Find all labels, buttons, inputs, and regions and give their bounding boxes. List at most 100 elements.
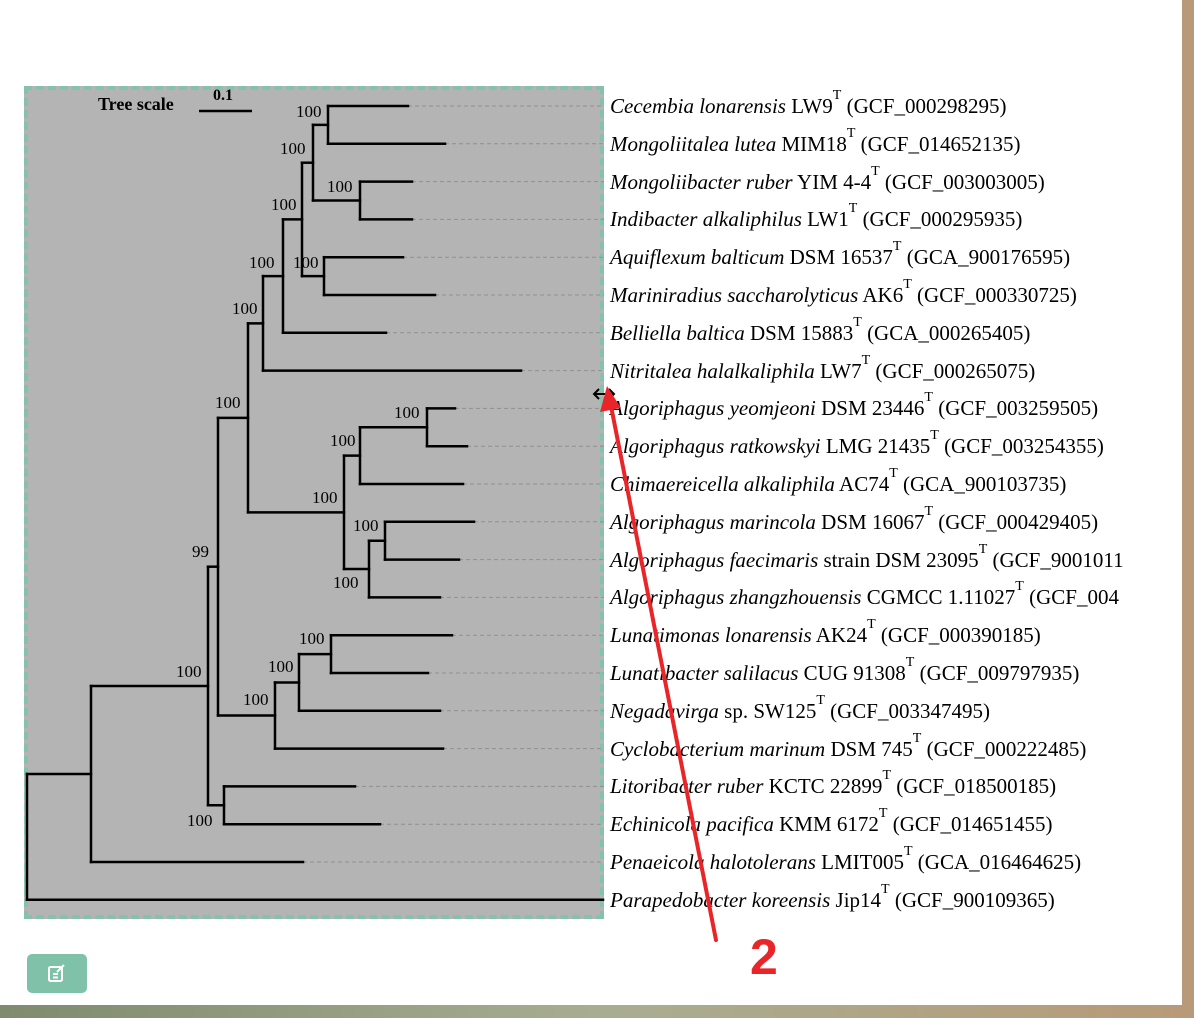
taxon-strain: strain DSM 23095 bbox=[818, 547, 979, 572]
taxon-strain: LW9 bbox=[785, 94, 833, 118]
taxon-accession: (GCF_003259505) bbox=[932, 396, 1099, 421]
taxon-label: Aquiflexum balticum DSM 16537T (GCA_9001… bbox=[610, 239, 1071, 272]
bootstrap-value: 100 bbox=[280, 139, 306, 158]
taxon-strain: LW7 bbox=[814, 358, 862, 383]
type-strain-mark: T bbox=[867, 617, 876, 633]
type-strain-mark: T bbox=[846, 125, 856, 141]
bootstrap-value: 100 bbox=[232, 299, 258, 318]
type-strain-mark: T bbox=[1015, 579, 1024, 595]
taxon-genus: Cecembia lonarensis bbox=[610, 94, 786, 118]
taxon-label: Algoriphagus ratkowskyi LMG 21435T (GCF_… bbox=[610, 429, 1104, 461]
taxon-strain: KCTC 22899 bbox=[763, 774, 883, 799]
taxon-accession: (GCF_000330725) bbox=[911, 283, 1077, 307]
taxon-genus: Mariniradius saccharolyticus bbox=[610, 283, 859, 307]
taxon-strain: DSM 23446 bbox=[815, 396, 925, 421]
type-strain-mark: T bbox=[871, 163, 880, 179]
type-strain-mark: T bbox=[861, 352, 871, 368]
taxon-genus: Aquiflexum balticum bbox=[610, 245, 785, 270]
taxon-label: Algoriphagus marincola DSM 16067T (GCF_0… bbox=[610, 503, 1099, 537]
taxon-label: Nitritalea halalkaliphila LW7T (GCF_0002… bbox=[610, 352, 1036, 386]
taxon-accession: (GCF_003003005) bbox=[879, 169, 1045, 194]
bootstrap-value: 100 bbox=[187, 811, 213, 830]
bootstrap-value: 100 bbox=[333, 573, 359, 592]
bootstrap-value: 100 bbox=[176, 662, 202, 681]
taxon-accession: (GCF_900109365) bbox=[889, 887, 1055, 912]
bootstrap-value: 100 bbox=[293, 253, 319, 272]
taxon-label: Cyclobacterium marinum DSM 745T (GCF_000… bbox=[610, 730, 1087, 764]
taxon-accession: (GCF_000429405) bbox=[933, 509, 1099, 534]
taxon-strain: CGMCC 1.11027 bbox=[861, 585, 1016, 610]
bootstrap-value: 100 bbox=[327, 177, 353, 196]
taxon-accession: (GCF_000390185) bbox=[875, 623, 1041, 648]
taxon-accession: (GCF_003254355) bbox=[938, 434, 1104, 459]
type-strain-mark: T bbox=[924, 390, 933, 406]
taxon-genus: Algoriphagus marincola bbox=[610, 509, 816, 534]
taxon-accession: (GCF_014651455) bbox=[887, 812, 1053, 837]
taxon-genus: Algoriphagus yeomjeoni bbox=[610, 396, 816, 421]
bootstrap-value: 100 bbox=[330, 431, 356, 450]
bootstrap-value: 100 bbox=[353, 516, 379, 535]
annotation-number: 2 bbox=[750, 929, 778, 985]
taxon-accession: (GCF_014652135) bbox=[855, 131, 1021, 156]
taxon-label: Negadavirga sp. SW125T (GCF_003347495) bbox=[610, 692, 990, 726]
taxon-label: Algoriphagus yeomjeoni DSM 23446T (GCF_0… bbox=[610, 390, 1099, 423]
type-strain-mark: T bbox=[912, 730, 922, 746]
taxon-label: Cecembia lonarensis LW9T (GCF_000298295) bbox=[610, 89, 1007, 121]
type-strain-mark: T bbox=[924, 503, 934, 519]
taxon-label: Lunatimonas lonarensis AK24T (GCF_000390… bbox=[610, 617, 1041, 650]
taxon-strain: AK24 bbox=[811, 623, 868, 648]
bootstrap-value: 100 bbox=[299, 629, 325, 648]
taxon-accession: (GCF_004 bbox=[1023, 585, 1119, 610]
taxon-label: Mariniradius saccharolyticus AK6T (GCF_0… bbox=[610, 277, 1077, 310]
taxon-label: Mongoliibacter ruber YIM 4-4T (GCF_00300… bbox=[610, 163, 1045, 197]
bootstrap-value: 100 bbox=[243, 690, 269, 709]
taxon-accession: (GCF_000298295) bbox=[841, 94, 1007, 118]
taxon-strain: Jip14 bbox=[830, 887, 882, 912]
type-strain-mark: T bbox=[892, 239, 902, 255]
taxon-label: Lunatibacter salilacus CUG 91308T (GCF_0… bbox=[610, 656, 1079, 688]
bootstrap-value: 100 bbox=[271, 195, 297, 214]
taxon-genus: Parapedobacter koreensis bbox=[610, 887, 831, 912]
tree-selection-box[interactable] bbox=[24, 86, 604, 919]
taxon-strain: sp. SW125 bbox=[718, 698, 817, 723]
type-strain-mark: T bbox=[881, 881, 890, 897]
taxon-accession: (GCA_016464625) bbox=[912, 850, 1082, 874]
taxon-label: Litoribacter ruber KCTC 22899T (GCF_0185… bbox=[610, 768, 1056, 801]
taxon-label: Mongoliitalea lutea MIM18T (GCF_01465213… bbox=[610, 125, 1021, 159]
bootstrap-value: 100 bbox=[312, 488, 338, 507]
taxon-genus: Indibacter alkaliphilus bbox=[610, 207, 802, 232]
type-strain-mark: T bbox=[882, 768, 891, 784]
taxon-label: Penaeicola halotolerans LMIT005T (GCA_01… bbox=[610, 844, 1082, 877]
taxon-strain: CUG 91308 bbox=[798, 661, 906, 685]
type-strain-mark: T bbox=[816, 692, 825, 708]
taxon-genus: Chimaereicella alkaliphila bbox=[610, 472, 835, 496]
taxon-accession: (GCF_000222485) bbox=[921, 736, 1087, 761]
taxon-strain: DSM 745 bbox=[825, 736, 913, 761]
taxon-strain: LMG 21435 bbox=[820, 434, 931, 459]
taxon-genus: Algoriphagus ratkowskyi bbox=[610, 434, 821, 459]
taxon-accession: (GCA_900176595) bbox=[901, 245, 1071, 270]
taxon-genus: Mongoliitalea lutea bbox=[610, 131, 777, 156]
type-strain-mark: T bbox=[848, 201, 858, 217]
taxon-strain: LMIT005 bbox=[815, 850, 904, 874]
taxon-label: Parapedobacter koreensis Jip14T (GCF_900… bbox=[610, 881, 1055, 915]
tree-scale-value: 0.1 bbox=[213, 87, 233, 104]
taxon-accession: (GCF_000295935) bbox=[857, 207, 1023, 232]
taxon-genus: Penaeicola halotolerans bbox=[610, 850, 816, 874]
taxon-strain: AK6 bbox=[858, 283, 904, 307]
taxon-genus: Belliella baltica bbox=[610, 320, 745, 345]
taxon-strain: MIM18 bbox=[776, 131, 847, 156]
taxon-strain: KMM 6172 bbox=[773, 812, 879, 837]
edit-note-icon bbox=[48, 964, 65, 982]
edit-button[interactable] bbox=[27, 954, 87, 993]
taxon-genus: Nitritalea halalkaliphila bbox=[610, 358, 815, 383]
type-strain-mark: T bbox=[903, 277, 912, 292]
taxon-strain: DSM 15883 bbox=[744, 320, 854, 345]
taxon-strain: YIM 4-4 bbox=[792, 169, 872, 194]
taxon-label: Indibacter alkaliphilus LW1T (GCF_000295… bbox=[610, 201, 1023, 234]
type-strain-mark: T bbox=[903, 844, 913, 859]
taxon-accession: (GCF_000265075) bbox=[870, 358, 1036, 383]
type-strain-mark: T bbox=[889, 466, 898, 481]
type-strain-mark: T bbox=[878, 806, 888, 822]
